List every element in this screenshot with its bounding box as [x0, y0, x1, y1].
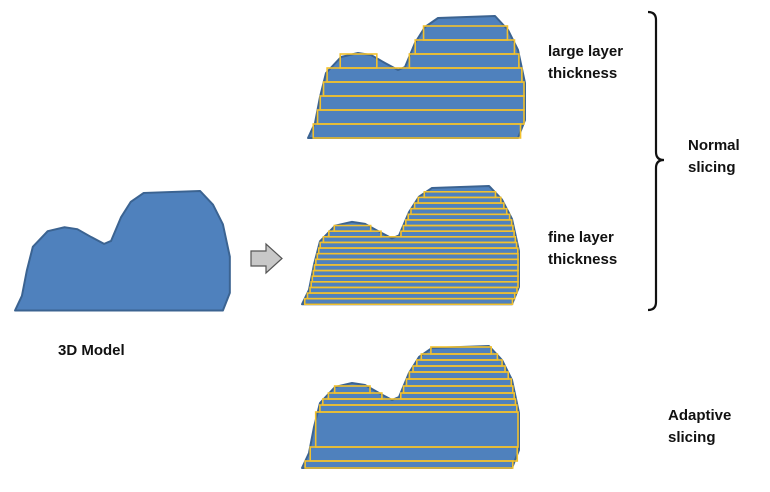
adaptive-slices [301, 345, 520, 469]
label-line: thickness [548, 65, 618, 82]
label-line: slicing [688, 159, 736, 176]
large-layer-label: large layer thickness [548, 41, 623, 85]
normal-slicing-label: Normal slicing [688, 135, 740, 179]
3d-model-shape [14, 190, 231, 312]
label-line: large layer [548, 43, 624, 60]
fine-layer-slices [301, 185, 520, 306]
label-line: fine layer [548, 229, 614, 246]
layer-slice [312, 123, 522, 139]
label-line: thickness [548, 251, 618, 268]
model-outline [307, 15, 526, 139]
model-outline [301, 345, 520, 469]
layer-slice [304, 460, 514, 469]
label-line: Adaptive [668, 407, 732, 424]
large-layer-slices [307, 15, 526, 139]
3d-model-label: 3D Model [58, 342, 125, 359]
model-outline [301, 185, 520, 306]
right-arrow-icon [250, 242, 283, 275]
adaptive-slicing-label: Adaptive slicing [668, 405, 731, 449]
label-line: Normal [688, 137, 740, 154]
model-outline [14, 190, 231, 312]
fine-layer-label: fine layer thickness [548, 227, 617, 271]
layer-slice [303, 297, 514, 306]
label-line: slicing [668, 429, 716, 446]
normal-slicing-bracket [647, 10, 665, 312]
